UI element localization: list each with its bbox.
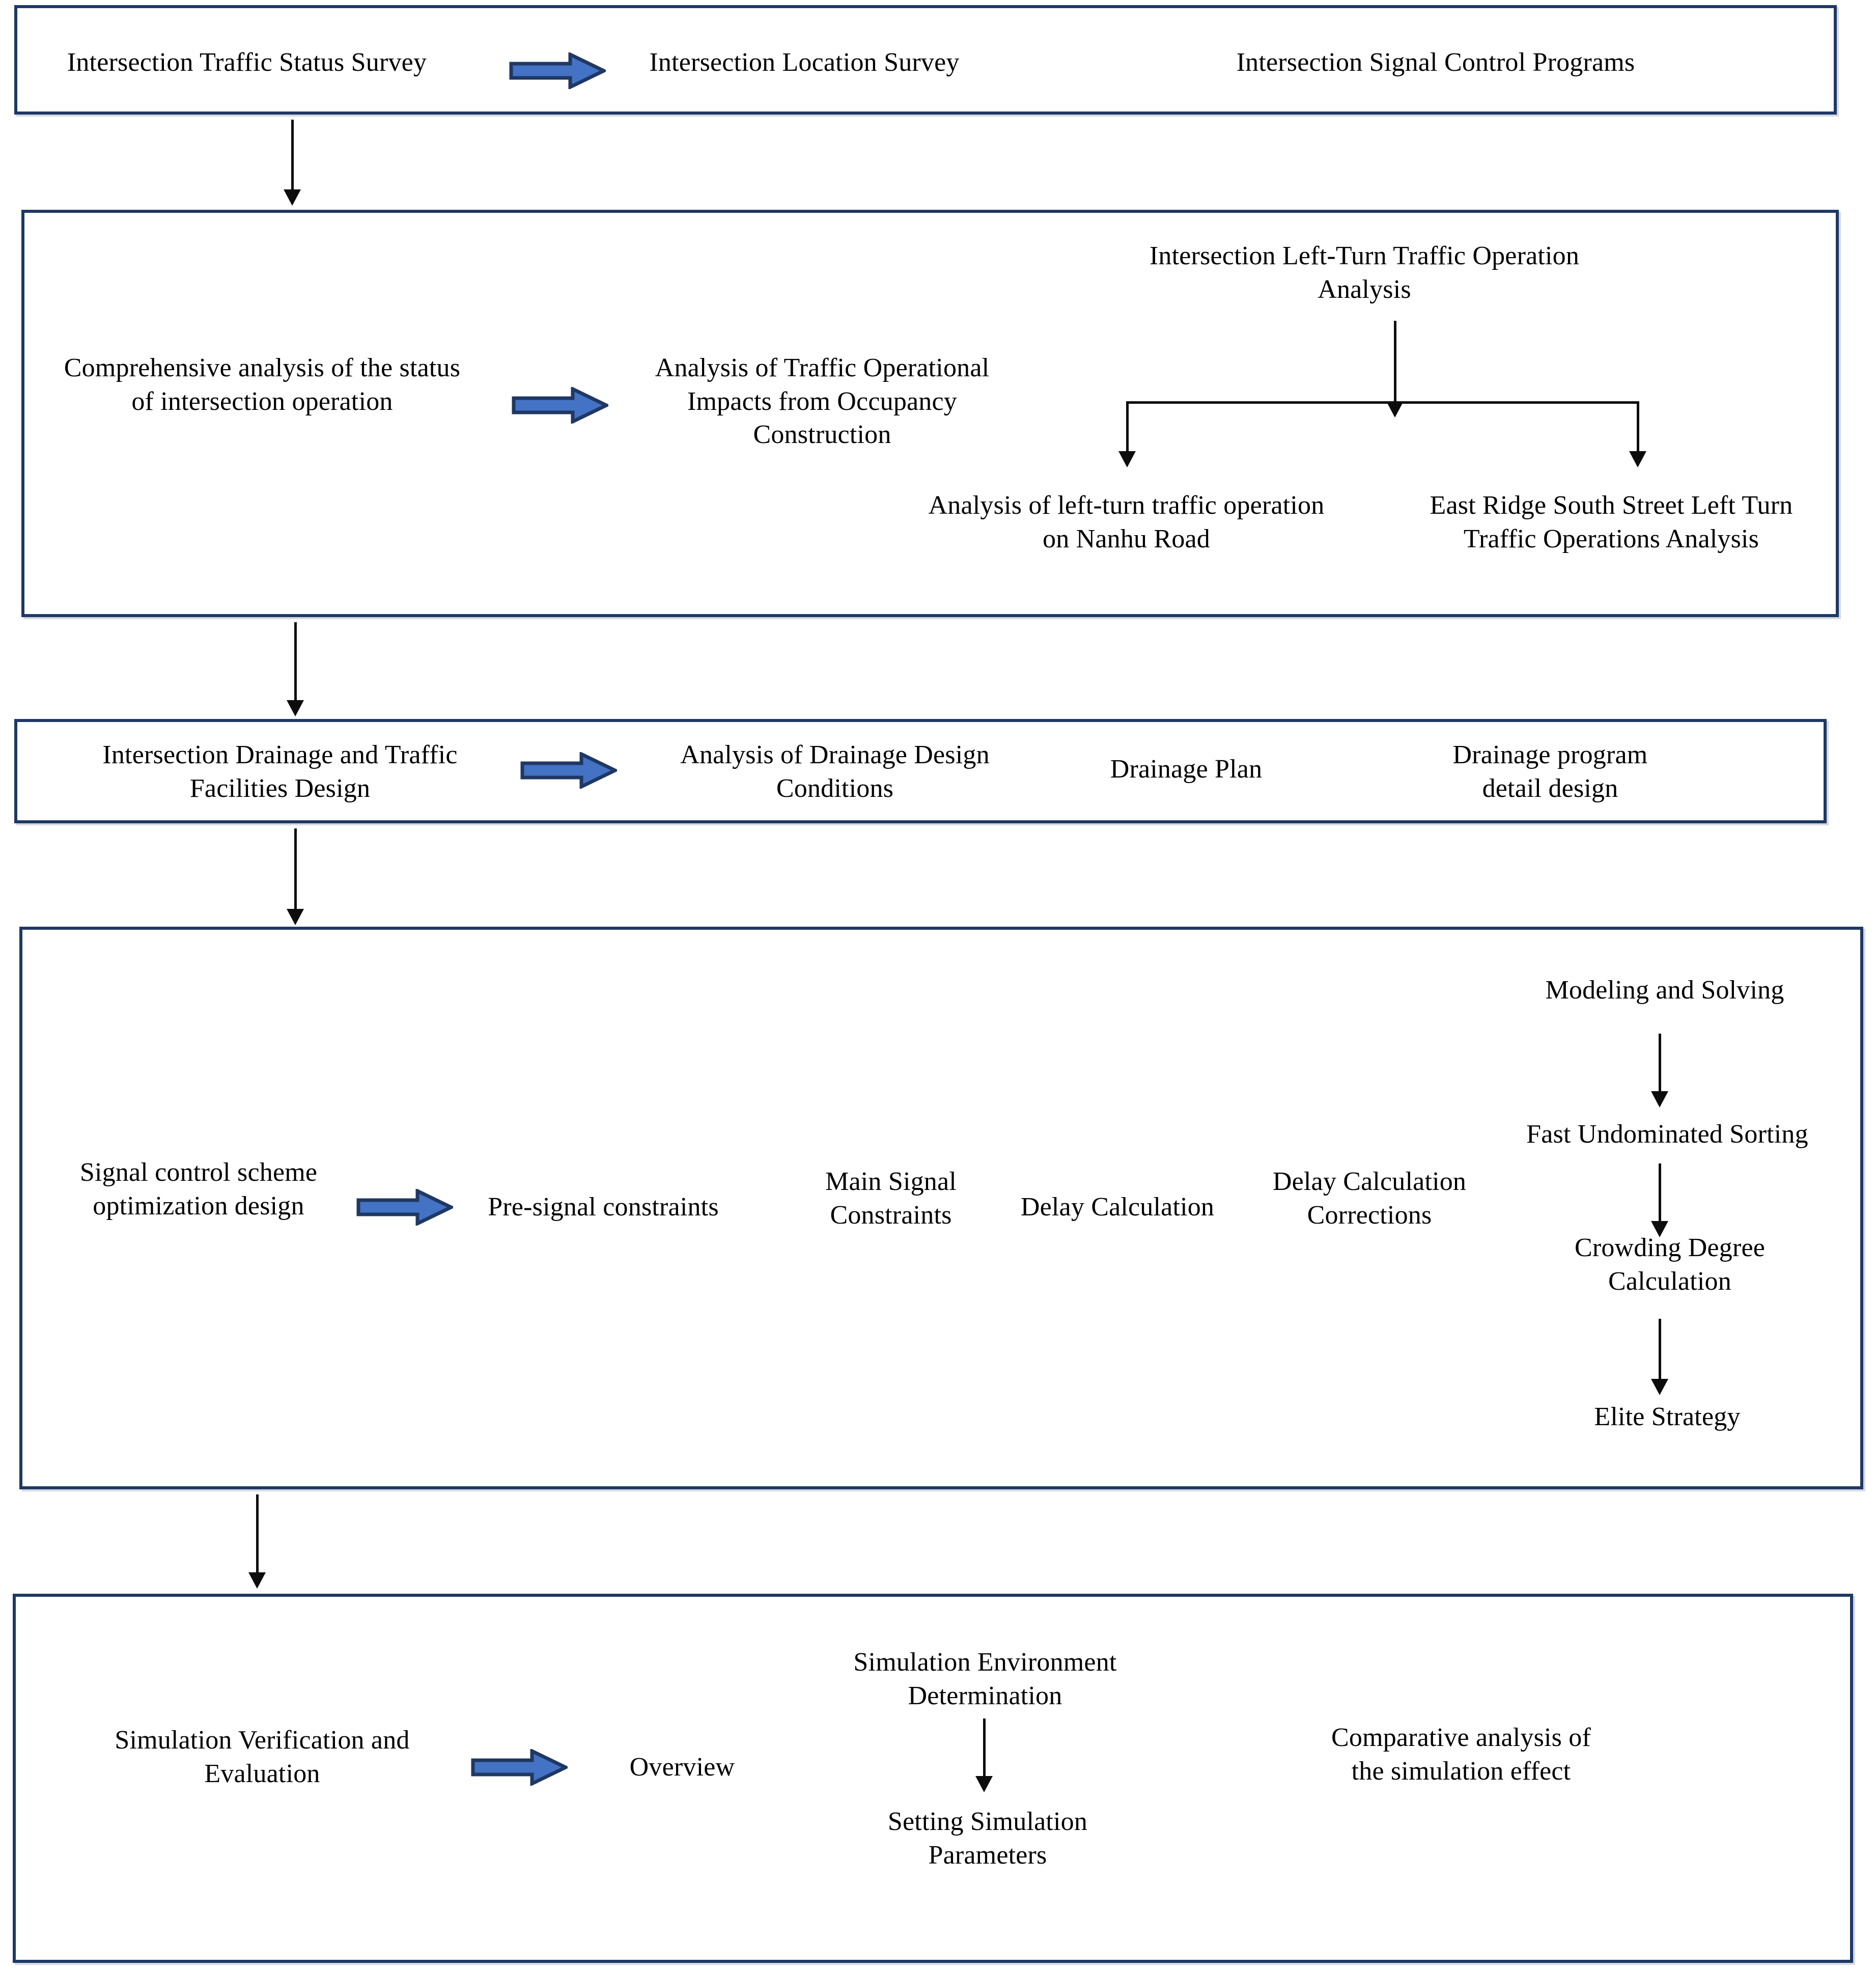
connector-sorting-to-crowding — [1659, 1163, 1661, 1225]
node-intersection-drainage-traffic-facilities-design: Intersection Drainage and Traffic Facili… — [102, 740, 458, 803]
node-analysis-leftturn-nanhu-road: Analysis of left-turn traffic operation … — [928, 491, 1325, 553]
connector-simenv-to-params — [983, 1718, 986, 1780]
block-arrow-stage4 — [356, 1189, 453, 1226]
node-intersection-signal-control-programs: Intersection Signal Control Programs — [1236, 48, 1635, 77]
stage-box-signal-control-optimization — [19, 927, 1863, 1489]
node-east-ridge-south-street-leftturn: East Ridge South Street Left Turn Traffi… — [1430, 491, 1793, 553]
connector-branch-left-arrowhead — [1118, 451, 1136, 467]
stage-box-drainage-design — [14, 719, 1827, 823]
connector-stage1-to-stage2 — [291, 120, 294, 193]
connector-leftturn-branch-bar — [1126, 401, 1639, 404]
stage-box-comprehensive-analysis — [21, 210, 1839, 617]
stage-box-survey — [14, 5, 1837, 115]
node-simulation-verification-evaluation: Simulation Verification and Evaluation — [115, 1726, 410, 1788]
node-overview: Overview — [629, 1753, 735, 1782]
node-main-signal-constraints: Main Signal Constraints — [825, 1167, 957, 1230]
node-elite-strategy: Elite Strategy — [1594, 1402, 1741, 1431]
connector-modeling-to-sorting-arrowhead — [1651, 1091, 1668, 1107]
node-crowding-degree-calculation: Crowding Degree Calculation — [1574, 1233, 1766, 1296]
connector-stage2-to-stage3 — [294, 622, 297, 704]
connector-crowding-to-elite-arrowhead — [1651, 1379, 1668, 1395]
connector-stage4-to-stage5 — [256, 1494, 259, 1576]
connector-branch-right-arrowhead — [1629, 451, 1646, 467]
node-fast-undominated-sorting: Fast Undominated Sorting — [1526, 1120, 1808, 1149]
node-drainage-plan: Drainage Plan — [1110, 755, 1263, 784]
node-drainage-program-detail-design: Drainage program detail design — [1452, 740, 1648, 803]
node-comparative-analysis-simulation-effect: Comparative analysis of the simulation e… — [1331, 1723, 1591, 1786]
connector-stage3-to-stage4 — [294, 828, 297, 912]
connector-leftturn-down-arrowhead — [1386, 401, 1404, 418]
connector-crowding-to-elite — [1659, 1319, 1661, 1382]
node-intersection-left-turn-traffic-operation-analysis: Intersection Left-Turn Traffic Operation… — [1149, 241, 1580, 304]
connector-stage2-to-stage3-arrowhead — [287, 700, 304, 716]
block-arrow-stage1 — [509, 52, 606, 89]
connector-branch-left-down — [1126, 401, 1129, 455]
connector-stage1-to-stage2-arrowhead — [284, 189, 301, 206]
connector-branch-right-down — [1637, 401, 1639, 455]
node-signal-control-scheme-optimization-design: Signal control scheme optimization desig… — [79, 1158, 318, 1220]
node-pre-signal-constraints: Pre-signal constraints — [488, 1192, 719, 1222]
connector-modeling-to-sorting — [1659, 1034, 1661, 1095]
node-comprehensive-analysis-status: Comprehensive analysis of the status of … — [64, 353, 461, 416]
node-simulation-environment-determination: Simulation Environment Determination — [853, 1648, 1117, 1710]
connector-simenv-to-params-arrowhead — [975, 1776, 993, 1792]
connector-stage3-to-stage4-arrowhead — [287, 909, 304, 925]
block-arrow-stage5 — [471, 1749, 568, 1786]
node-delay-calculation: Delay Calculation — [1020, 1192, 1215, 1222]
node-intersection-location-survey: Intersection Location Survey — [649, 48, 960, 77]
block-arrow-stage3 — [520, 752, 617, 789]
block-arrow-stage2 — [512, 387, 608, 424]
node-delay-calculation-corrections: Delay Calculation Corrections — [1272, 1167, 1467, 1230]
stage-box-simulation-verification — [13, 1594, 1853, 1963]
node-analysis-drainage-design-conditions: Analysis of Drainage Design Conditions — [680, 740, 990, 803]
node-setting-simulation-parameters: Setting Simulation Parameters — [887, 1807, 1088, 1870]
node-analysis-traffic-operational-impacts: Analysis of Traffic Operational Impacts … — [655, 353, 990, 450]
connector-stage4-to-stage5-arrowhead — [248, 1572, 266, 1589]
node-modeling-and-solving: Modeling and Solving — [1545, 976, 1784, 1005]
connector-sorting-to-crowding-arrowhead — [1651, 1221, 1668, 1237]
node-intersection-traffic-status-survey: Intersection Traffic Status Survey — [67, 48, 427, 77]
connector-leftturn-down — [1394, 321, 1396, 405]
